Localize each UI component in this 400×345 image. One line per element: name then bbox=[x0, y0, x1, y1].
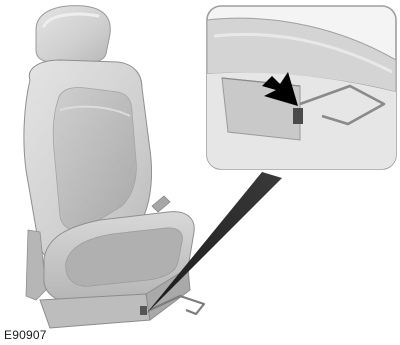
seat-belt-buckle bbox=[152, 196, 170, 212]
detail-callout bbox=[207, 6, 396, 169]
figure-id-label: E90907 bbox=[4, 328, 47, 342]
callout-control bbox=[293, 108, 303, 124]
seat-control bbox=[140, 306, 147, 315]
seat-base bbox=[40, 294, 150, 328]
